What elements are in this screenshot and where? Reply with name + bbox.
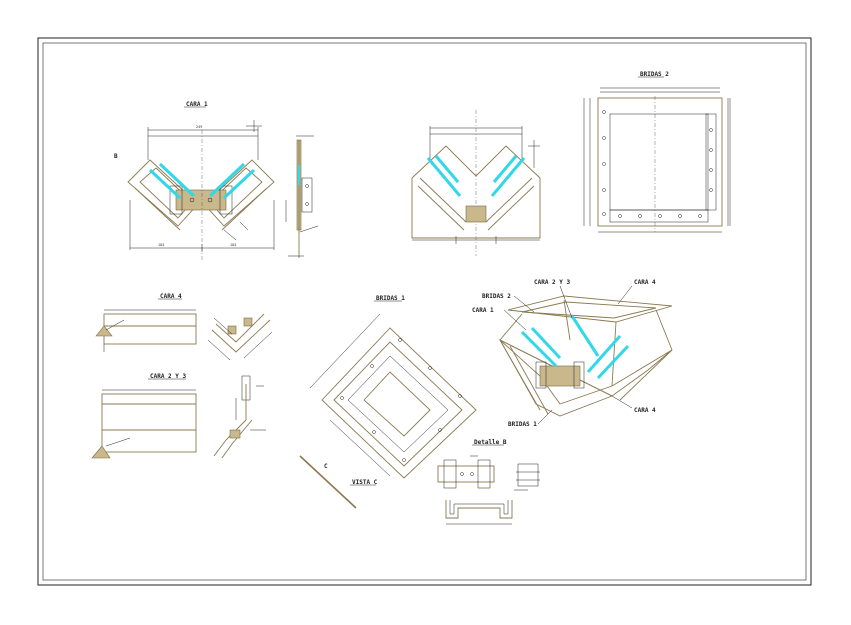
detalle-b-label: Detalle B [474, 439, 507, 446]
iso-cara4-top-label: CARA 4 [634, 279, 656, 286]
cara1-view: CARA 1 B 184 184 249 [114, 101, 275, 262]
iso-bridas2-label: BRIDAS 2 [482, 293, 511, 300]
isometric-view: BRIDAS 2 CARA 1 CARA 2 Y 3 CARA 4 CARA 4… [472, 279, 673, 428]
cara4-corner-detail [207, 313, 273, 361]
iso-cara4-bottom-label: CARA 4 [634, 407, 656, 414]
bridas1-label: BRIDAS 1 [376, 295, 405, 302]
svg-text:184: 184 [158, 243, 164, 247]
outer-frame [37, 37, 812, 586]
cara1-side-profile [285, 135, 319, 258]
inner-frame [42, 42, 807, 581]
front-elevation-view [411, 110, 541, 256]
vista-c-label: VISTA C [352, 479, 378, 486]
b-marker: B [114, 153, 118, 160]
iso-cara1-label: CARA 1 [472, 307, 494, 314]
svg-text:184: 184 [230, 243, 236, 247]
svg-text:249: 249 [196, 125, 202, 129]
iso-cara2y3-label: CARA 2 Y 3 [534, 279, 571, 286]
bridas1-view: BRIDAS 1 [309, 295, 477, 479]
cara4-view: CARA 4 [95, 293, 197, 352]
cara2y3-section-detail [213, 375, 266, 459]
bridas2-label: BRIDAS 2 [640, 71, 669, 78]
bridas2-view: BRIDAS 2 [583, 71, 731, 233]
c-marker-label: C [324, 463, 328, 470]
vista-c-marker: C VISTA C [299, 455, 378, 509]
cara4-label: CARA 4 [160, 293, 182, 300]
iso-bridas1-label: BRIDAS 1 [508, 421, 537, 428]
cara1-label: CARA 1 [186, 101, 208, 108]
cara2y3-label: CARA 2 Y 3 [150, 373, 187, 380]
cara2y3-view: CARA 2 Y 3 [91, 373, 197, 459]
detalle-b-view: Detalle B [437, 439, 540, 525]
